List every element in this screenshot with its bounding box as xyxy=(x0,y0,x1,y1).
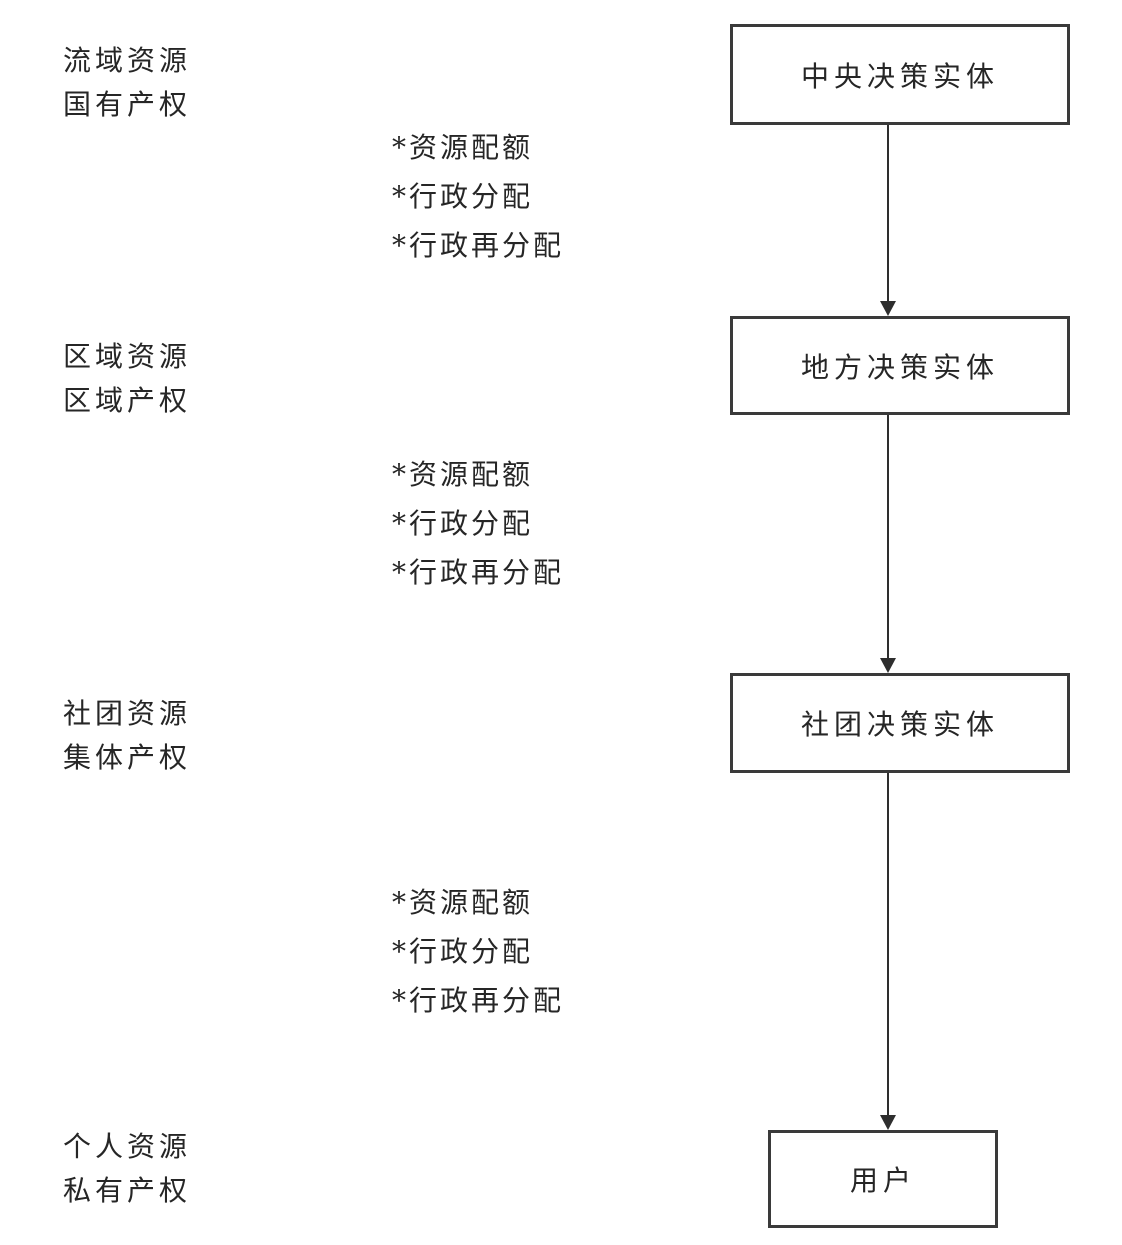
bullet-item: *行政再分配 xyxy=(392,556,565,589)
arrow-community-to-user xyxy=(880,773,896,1130)
side-label-line: 个人资源 xyxy=(63,1130,192,1163)
node-label: 用户 xyxy=(849,1164,916,1197)
bullet-item: *资源配额 xyxy=(392,886,534,919)
arrow-down-icon xyxy=(880,301,896,316)
bullet-item: *行政分配 xyxy=(392,507,534,540)
label-community-resources-collective-ownership: 社团资源 集体产权 xyxy=(63,692,191,780)
node-label: 中央决策实体 xyxy=(800,59,999,93)
arrow-down-icon xyxy=(880,658,896,673)
node-label: 社团决策实体 xyxy=(800,708,999,741)
arrow-central-to-local xyxy=(880,125,896,316)
node-label: 地方决策实体 xyxy=(800,350,999,384)
bullet-group-2: *资源配额 *行政分配 *行政再分配 xyxy=(392,450,564,597)
bullet-item: *行政分配 xyxy=(392,935,534,968)
side-label-line: 私有产权 xyxy=(63,1174,192,1207)
label-basin-resources-state-ownership: 流域资源 国有产权 xyxy=(63,39,191,127)
arrow-local-to-community xyxy=(880,415,896,673)
bullet-group-1: *资源配额 *行政分配 *行政再分配 xyxy=(392,123,564,270)
bullet-item: *行政再分配 xyxy=(392,229,565,262)
bullet-item: *资源配额 xyxy=(392,131,534,164)
arrow-shaft xyxy=(887,773,889,1117)
bullet-item: *行政分配 xyxy=(392,180,534,213)
bullet-group-3: *资源配额 *行政分配 *行政再分配 xyxy=(392,878,564,1025)
node-local-decision-entity: 地方决策实体 xyxy=(730,316,1070,415)
node-central-decision-entity: 中央决策实体 xyxy=(730,24,1070,125)
side-label-line: 集体产权 xyxy=(63,741,192,774)
side-label-line: 流域资源 xyxy=(63,44,192,77)
side-label-line: 区域资源 xyxy=(63,340,192,373)
side-label-line: 区域产权 xyxy=(63,384,192,417)
label-personal-resources-private-ownership: 个人资源 私有产权 xyxy=(63,1125,191,1213)
node-community-decision-entity: 社团决策实体 xyxy=(730,673,1070,773)
side-label-line: 社团资源 xyxy=(63,697,192,730)
bullet-item: *资源配额 xyxy=(392,458,534,491)
side-label-line: 国有产权 xyxy=(63,88,192,121)
label-regional-resources-regional-ownership: 区域资源 区域产权 xyxy=(63,335,191,423)
arrow-down-icon xyxy=(880,1115,896,1130)
node-user: 用户 xyxy=(768,1130,998,1228)
bullet-item: *行政再分配 xyxy=(392,984,565,1017)
arrow-shaft xyxy=(887,415,889,660)
arrow-shaft xyxy=(887,125,889,303)
